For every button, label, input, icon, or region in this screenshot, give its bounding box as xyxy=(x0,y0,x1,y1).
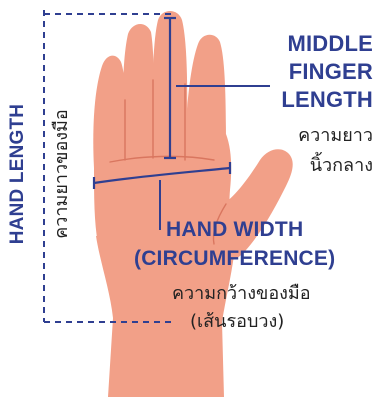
hand-length-thai-label: ความยาวของมือ xyxy=(50,79,74,269)
middle-finger-label-line2: FINGER xyxy=(289,60,373,84)
hand-width-label-line1: HAND WIDTH xyxy=(166,218,303,242)
hand-width-thai-line2: (เส้นรอบวง) xyxy=(190,310,284,334)
index-finger-shape xyxy=(184,35,226,165)
middle-finger-thai-line2: นิ้วกลาง xyxy=(310,154,373,178)
middle-finger-label-line1: MIDDLE xyxy=(287,32,373,56)
hand-width-label-line2: (CIRCUMFERENCE) xyxy=(134,247,335,271)
ring-finger-shape xyxy=(123,24,154,160)
middle-finger-thai-line1: ความยาว xyxy=(298,124,373,148)
middle-finger-label-line3: LENGTH xyxy=(281,88,373,112)
hand-length-label: HAND LENGTH xyxy=(6,79,30,269)
hand-width-thai-line1: ความกว้างของมือ xyxy=(172,282,311,306)
little-finger-shape xyxy=(93,56,126,168)
